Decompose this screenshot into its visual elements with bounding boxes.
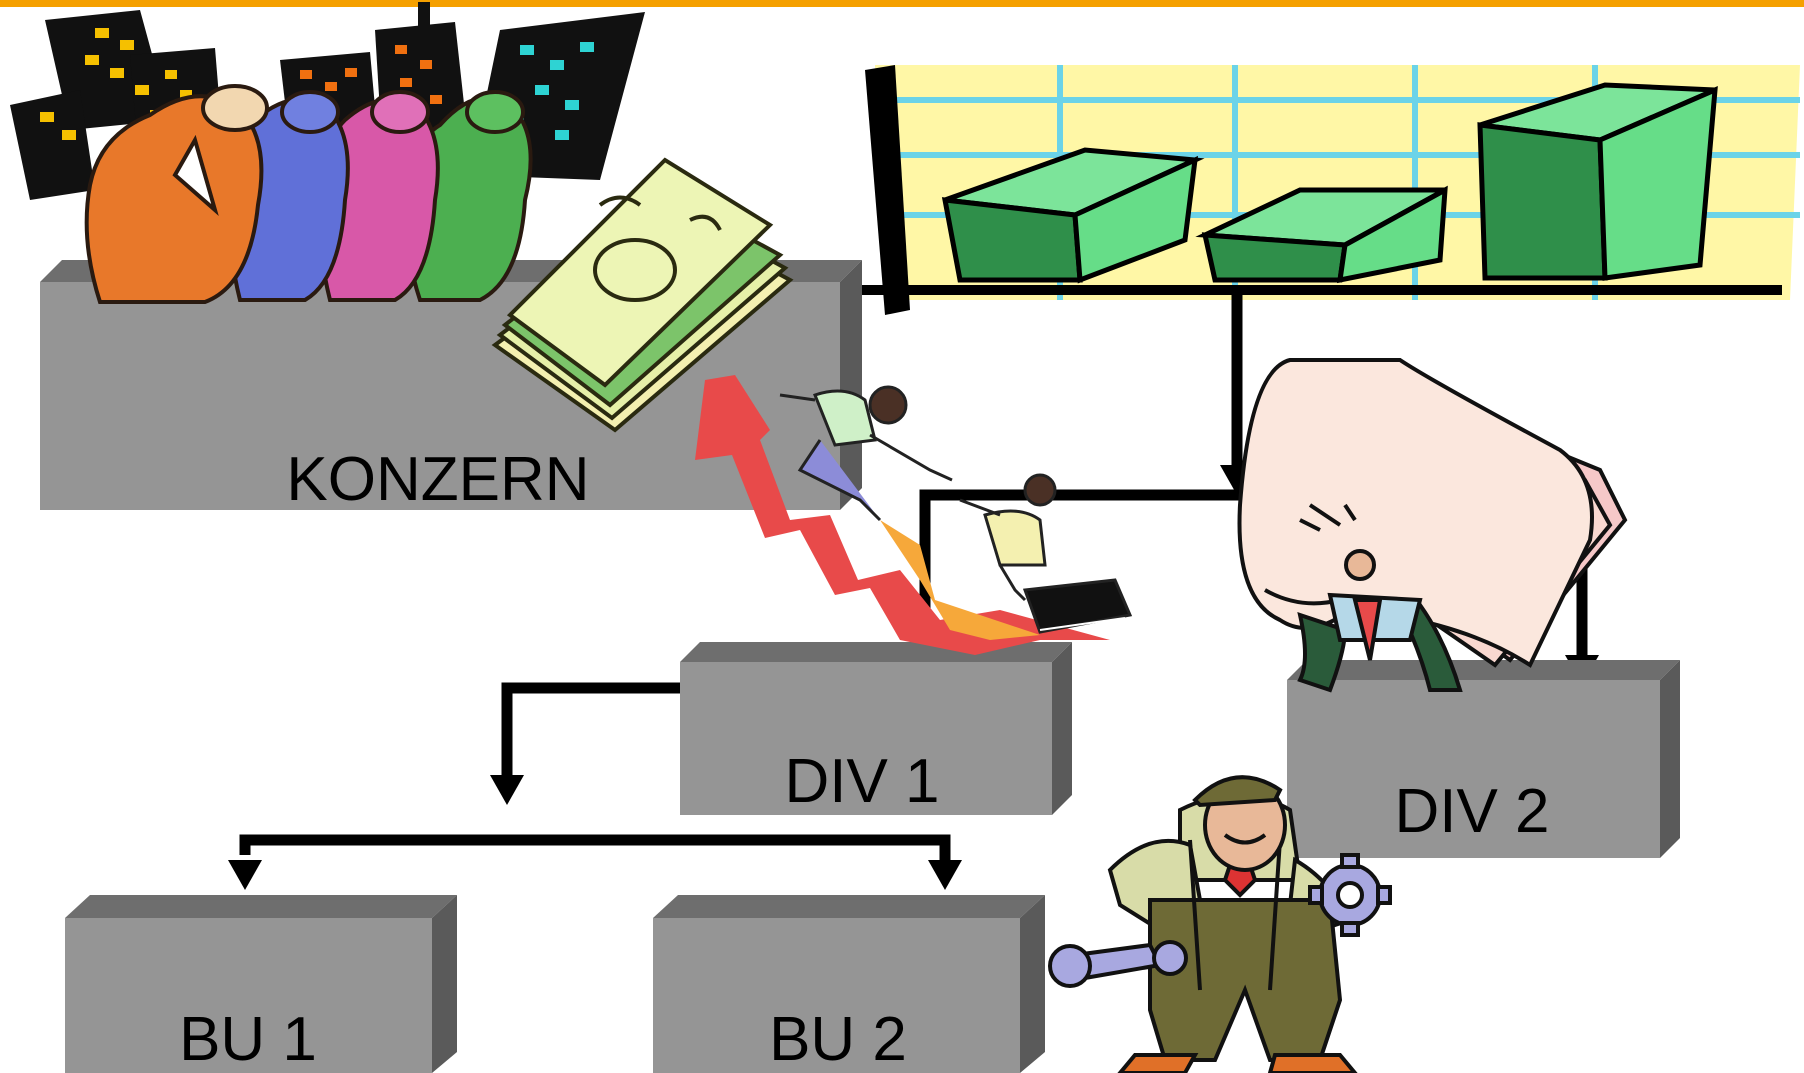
business-team-icon: [87, 86, 531, 302]
money-bar-chart-icon: [862, 65, 1800, 315]
folder-burden-man-icon: [1240, 360, 1626, 690]
label-div2: DIV 2: [1394, 777, 1549, 846]
label-bu1: BU 1: [179, 1005, 317, 1073]
label-bu2: BU 2: [769, 1005, 907, 1073]
label-konzern: KONZERN: [286, 445, 589, 514]
businessmen-climbing-arrow-icon: [695, 375, 1130, 655]
top-accent-bar: [0, 0, 1804, 7]
label-div1: DIV 1: [784, 747, 939, 816]
